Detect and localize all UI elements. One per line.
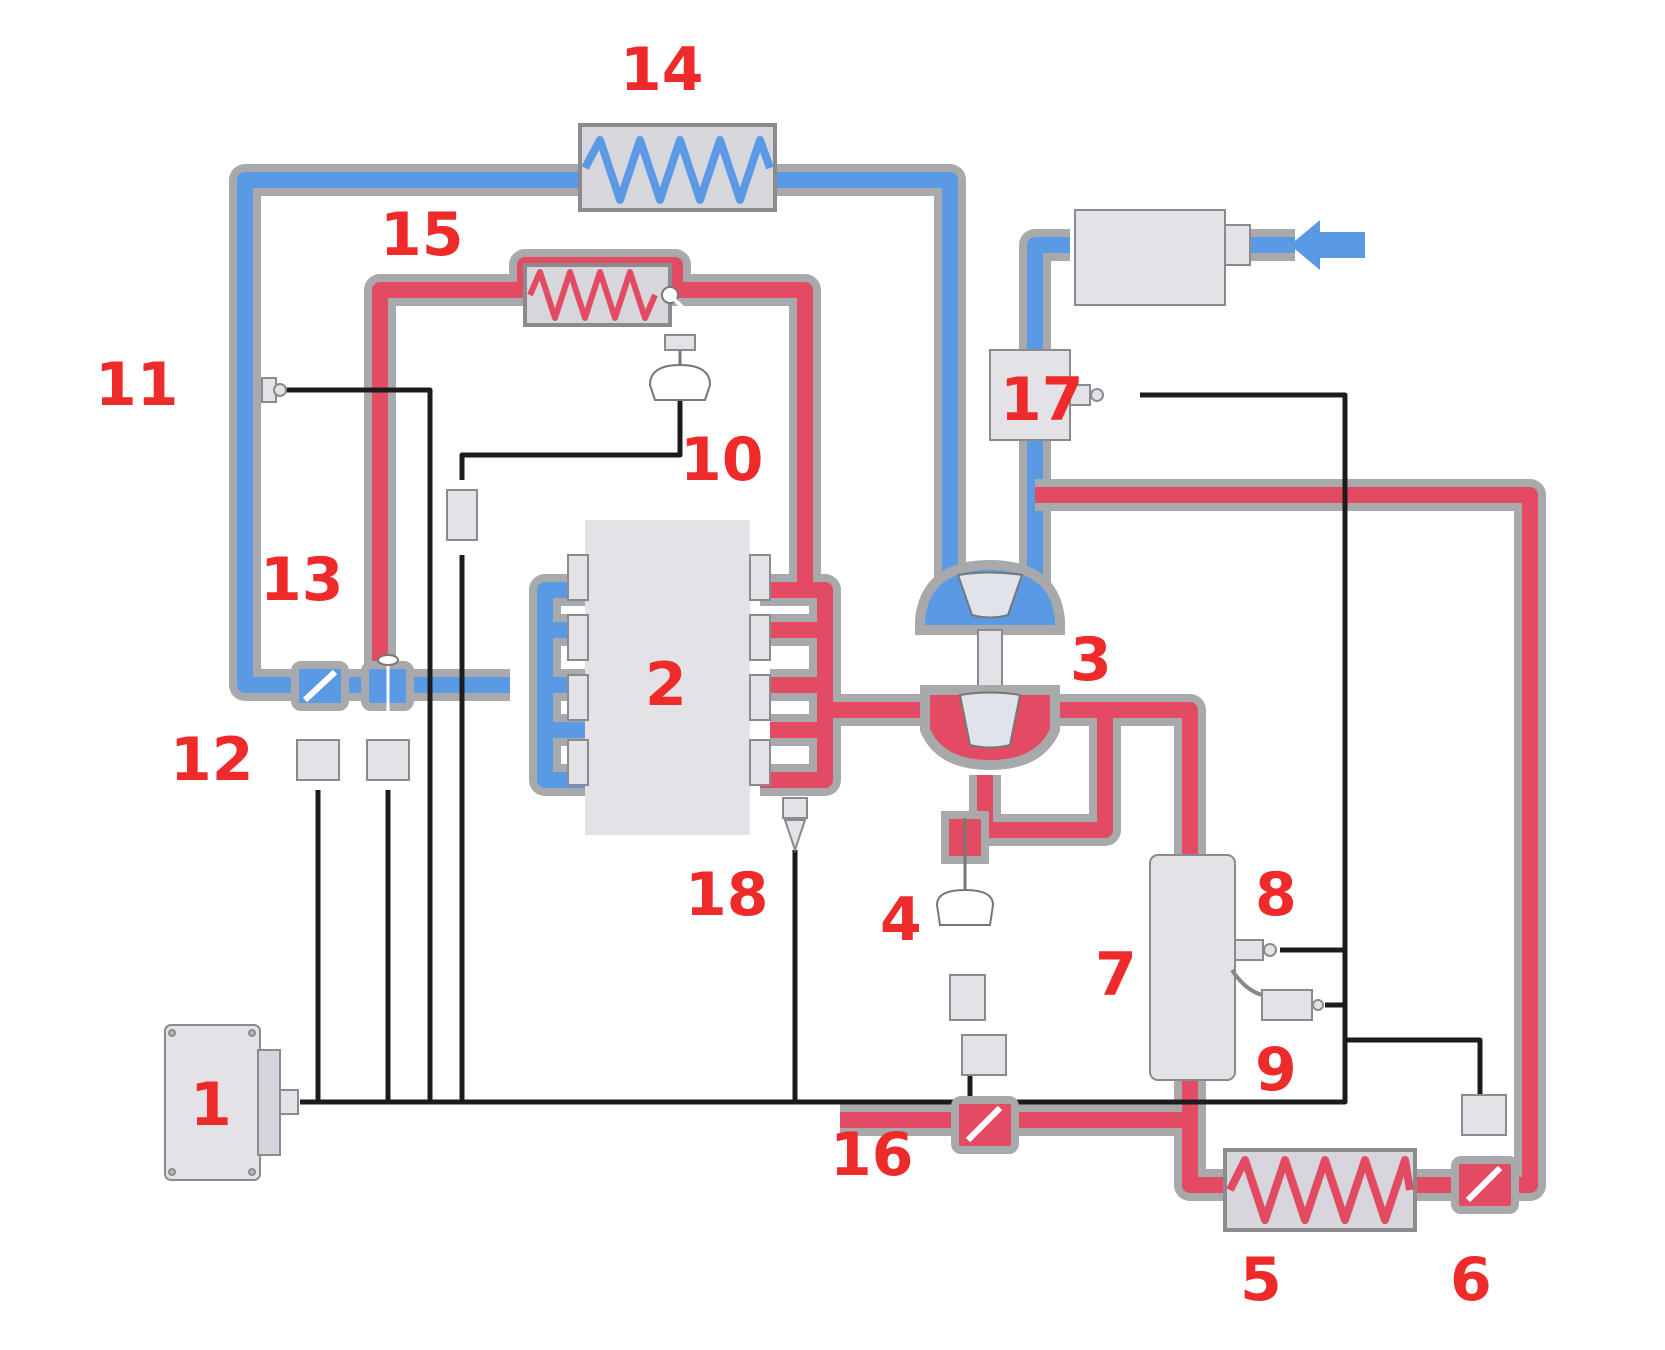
air-filter (1074, 209, 1251, 306)
hp-egr-vacuum-actuator (446, 334, 712, 541)
wastegate-actuator (935, 811, 995, 1021)
label-3: 3 (1070, 625, 1112, 695)
component-labels: 1 2 3 4 5 6 7 8 9 10 11 12 13 14 15 16 1… (95, 35, 1492, 1315)
pipe-network (229, 164, 1546, 1201)
exhaust-flap-valve (951, 1034, 1019, 1154)
label-13: 13 (260, 545, 344, 615)
throttle-valve (291, 661, 349, 781)
hp-egr-cooler (523, 263, 687, 327)
label-5: 5 (1240, 1245, 1282, 1315)
wire-sensor-11 (280, 387, 433, 1102)
label-11: 11 (95, 350, 179, 420)
label-15: 15 (380, 200, 464, 270)
wire-valve-6 (1345, 1037, 1483, 1095)
charge-air-cooler (578, 123, 777, 212)
diesel-particulate-filter (1149, 854, 1263, 1081)
label-17: 17 (1000, 365, 1084, 435)
label-8: 8 (1255, 860, 1297, 930)
lp-egr-cooler (1223, 1148, 1417, 1232)
turbocharger (915, 559, 1065, 771)
air-mass-meter (989, 349, 1104, 441)
ecu-bus-wire (300, 392, 1348, 1105)
lp-egr-valve (1451, 1094, 1519, 1214)
label-12: 12 (170, 725, 254, 795)
label-18: 18 (685, 860, 769, 930)
lambda-sensor (782, 797, 808, 854)
label-10: 10 (680, 425, 764, 495)
hp-egr-valve (361, 654, 414, 781)
fresh-air-arrow-icon (1290, 220, 1365, 270)
label-2: 2 (645, 650, 687, 720)
label-9: 9 (1255, 1035, 1297, 1105)
engine-block (567, 520, 771, 835)
label-6: 6 (1450, 1245, 1492, 1315)
dpf-pressure-sensor (1261, 989, 1324, 1021)
label-16: 16 (830, 1120, 914, 1190)
label-1: 1 (190, 1070, 232, 1140)
wire-10-vacuum (459, 400, 683, 480)
label-14: 14 (620, 35, 704, 105)
ecu-box (164, 1024, 299, 1181)
label-7: 7 (1095, 940, 1137, 1010)
intake-sensor (261, 377, 287, 403)
label-4: 4 (880, 885, 922, 955)
exhaust-pipes (364, 249, 1546, 1201)
dpf-temp-sensor (1234, 939, 1277, 961)
